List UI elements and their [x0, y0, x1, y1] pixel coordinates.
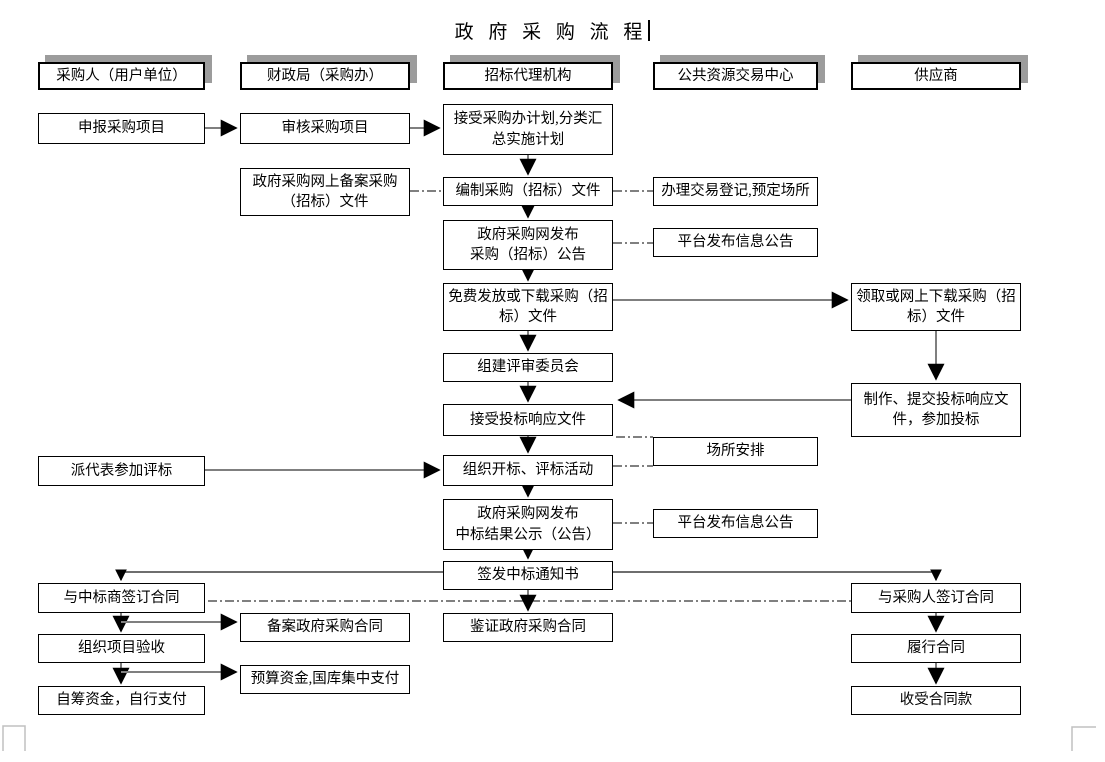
node-platform-notice-2: 平台发布信息公告	[653, 509, 818, 538]
node-sign-contract-winner: 与中标商签订合同	[38, 583, 205, 613]
node-treasury-payment: 预算资金,国库集中支付	[240, 665, 410, 694]
node-online-filing-docs: 政府采购网上备案采购 （招标）文件	[240, 168, 410, 216]
node-venue-arrangement: 场所安排	[653, 437, 818, 466]
node-issue-award-notice: 签发中标通知书	[443, 561, 613, 590]
node-perform-contract: 履行合同	[851, 634, 1021, 663]
text-cursor	[648, 19, 651, 41]
page-title: 政 府 采 购 流 程	[454, 21, 648, 43]
node-receive-payment: 收受合同款	[851, 686, 1021, 715]
node-distribute-docs: 免费发放或下载采购（招 标）文件	[443, 283, 613, 331]
node-file-contract: 备案政府采购合同	[240, 613, 410, 642]
header-purchaser: 采购人（用户单位）	[38, 62, 205, 90]
node-download-docs: 领取或网上下载采购（招 标）文件	[851, 283, 1021, 331]
header-bidding-agency: 招标代理机构	[443, 62, 613, 90]
node-review-project: 审核采购项目	[240, 113, 410, 144]
node-accept-bids: 接受投标响应文件	[443, 404, 613, 436]
connector-awardnotice-to-purchaser-contract	[613, 569, 942, 582]
node-certify-contract: 鉴证政府采购合同	[443, 613, 613, 642]
node-accept-plan: 接受采购办计划,分类汇 总实施计划	[443, 104, 613, 155]
node-organize-acceptance: 组织项目验收	[38, 634, 205, 663]
node-platform-notice-1: 平台发布信息公告	[653, 228, 818, 257]
document-title-row: 政 府 采 购 流 程	[0, 16, 1105, 44]
canvas-corner-mark-left	[2, 725, 26, 751]
node-self-fund-payment: 自筹资金，自行支付	[38, 686, 205, 715]
node-prepare-docs: 编制采购（招标）文件	[443, 177, 613, 206]
node-make-submit-bid: 制作、提交投标响应文 件，参加投标	[851, 383, 1021, 437]
node-form-committee: 组建评审委员会	[443, 353, 613, 382]
node-send-rep-evaluation: 派代表参加评标	[38, 456, 205, 486]
node-publish-result: 政府采购网发布 中标结果公示（公告）	[443, 499, 613, 550]
node-publish-notice: 政府采购网发布 采购（招标）公告	[443, 220, 613, 270]
header-finance-bureau: 财政局（采购办）	[240, 62, 410, 90]
node-sign-contract-purchaser: 与采购人签订合同	[851, 583, 1021, 613]
node-open-evaluate: 组织开标、评标活动	[443, 455, 613, 486]
node-declare-project: 申报采购项目	[38, 113, 205, 144]
canvas-corner-mark-right	[1071, 726, 1096, 751]
header-public-resource-center: 公共资源交易中心	[653, 62, 818, 90]
connector-awardnotice-to-winner-contract	[115, 569, 443, 582]
header-supplier: 供应商	[851, 62, 1021, 90]
node-register-venue: 办理交易登记,预定场所	[653, 177, 818, 206]
